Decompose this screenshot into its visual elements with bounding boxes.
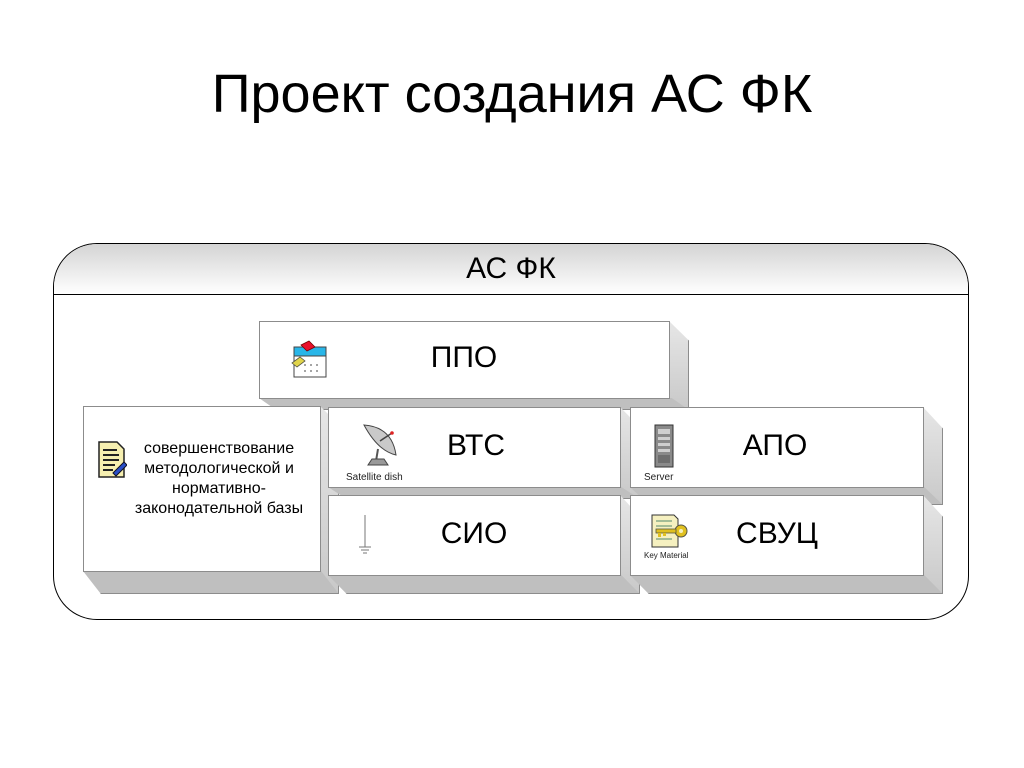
- svuts-icon-caption: Key Material: [644, 551, 689, 560]
- server-icon: [652, 423, 676, 474]
- vts-icon-caption: Satellite dish: [346, 472, 403, 483]
- document-icon: [97, 440, 128, 485]
- normative-text: совершенствование методологической и нор…: [134, 440, 304, 517]
- svuts-box: Key Material СВУЦ: [630, 495, 943, 594]
- apo-box: Server АПО: [630, 407, 943, 505]
- container-title: АС ФК: [54, 244, 968, 295]
- normative-box: совершенствование методологической и нор…: [83, 406, 339, 594]
- apo-icon-caption: Server: [644, 472, 674, 483]
- sio-label: СИО: [440, 517, 508, 550]
- svuts-label: СВУЦ: [736, 517, 818, 550]
- satellite-dish-icon: [358, 421, 400, 472]
- key-icon: [648, 511, 692, 554]
- vts-box: Satellite dish ВТС: [328, 407, 640, 499]
- apo-label: АПО: [742, 429, 808, 462]
- ground-icon: [356, 513, 376, 562]
- slide-title: Проект создания АС ФК: [211, 64, 813, 124]
- sio-box: СИО: [328, 495, 640, 594]
- ppo-box: ППО: [259, 321, 689, 410]
- ppo-label: ППО: [430, 341, 498, 374]
- vts-label: ВТС: [447, 429, 505, 462]
- calendar-icon: [291, 339, 331, 384]
